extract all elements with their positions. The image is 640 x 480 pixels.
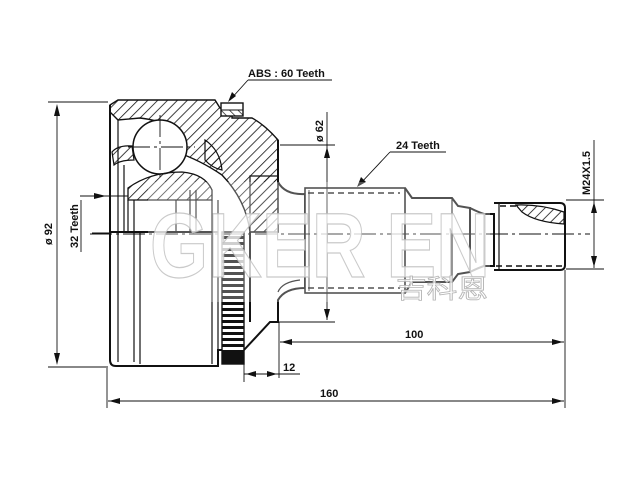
abs-tooth [222,278,244,281]
leader-spline: 24 Teeth [357,140,446,187]
abs-tooth [222,260,244,263]
abs-offset-label: 12 [283,362,295,374]
abs-tooth [222,344,244,347]
housing-outline [109,105,232,367]
outer-diameter-label: ø 92 [43,223,55,245]
housing-section-right [249,175,279,233]
seal-diameter-label: ø 62 [314,120,326,142]
thread-end-section [514,204,565,225]
abs-ring-base [222,352,244,364]
abs-teeth-label: ABS : 60 Teeth [248,68,325,80]
watermark-chinese: 吉科恩 [396,275,488,305]
dim-inner-spline: 32 Teeth [69,193,128,252]
dim-overall-length: 160 [106,368,564,408]
abs-tooth [222,236,244,239]
bell-housing [109,99,279,233]
dim-abs-offset: 12 [243,362,300,382]
watermark-latin: GKER EN [150,195,490,297]
inner-spline-teeth-label: 32 Teeth [69,204,81,248]
thread-label: M24X1.5 [581,151,593,195]
abs-tooth [222,338,244,341]
abs-tooth [222,314,244,317]
abs-tooth [222,350,244,353]
abs-tooth [222,248,244,251]
cage-upper-right [204,138,223,171]
abs-tooth [222,320,244,323]
shaft-length-label: 100 [405,329,423,341]
cage-lower [111,145,135,167]
abs-tooth [222,290,244,293]
abs-tooth [222,302,244,305]
abs-tooth [222,266,244,269]
abs-tooth [222,272,244,275]
stub-shaft [243,140,566,351]
dim-thread: M24X1.5 [566,140,604,270]
abs-tooth [222,242,244,245]
dim-seal-diameter: ø 62 [270,112,335,323]
abs-tooth [222,332,244,335]
abs-tooth [222,296,244,299]
abs-tooth [222,284,244,287]
abs-ring [220,102,245,365]
inner-race-section [127,171,213,201]
spline-teeth-label: 24 Teeth [396,140,440,152]
abs-tooth [222,326,244,329]
abs-tooth [222,254,244,257]
overall-length-label: 160 [320,388,338,400]
dim-shaft-length: 100 [278,270,566,408]
abs-tooth [222,308,244,311]
watermark: GKER EN 吉科恩 [148,182,491,305]
leader-abs: ABS : 60 Teeth [228,68,332,102]
dim-outer-diameter: ø 92 [43,101,108,368]
